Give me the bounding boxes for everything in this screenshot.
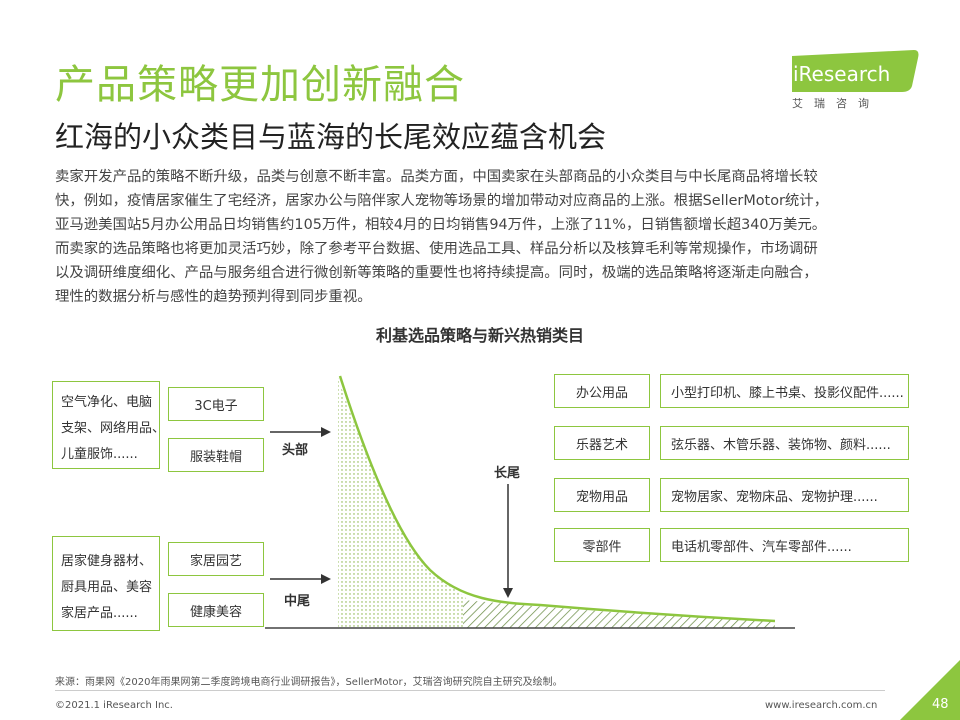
head-example-line: 支架、网络用品、 <box>61 421 166 436</box>
page-number: 48 <box>932 697 949 712</box>
parts-items: 电话机零部件、汽车零部件...... <box>660 528 909 562</box>
long-tail-label: 长尾 <box>494 466 521 481</box>
logo-shape-icon <box>792 50 919 92</box>
head-example-line: 儿童服饰...... <box>61 447 138 462</box>
mid-example-line: 家居产品...... <box>61 606 138 621</box>
long-tail-curve <box>338 375 776 623</box>
copyright: ©2021.1 iResearch Inc. <box>55 700 173 711</box>
diagram-title: 利基选品策略与新兴热销类目 <box>375 326 584 345</box>
category-parts: 零部件 <box>554 528 650 562</box>
category-pet-supplies: 宠物用品 <box>554 478 650 512</box>
tail-area <box>463 600 775 628</box>
body-line: 以及调研维度细化、产品与服务组合进行微创新等策略的重要性也将持续提高。同时，极端… <box>55 265 818 281</box>
pet-supplies-items: 宠物居家、宠物床品、宠物护理...... <box>660 478 909 512</box>
head-label: 头部 <box>282 443 309 458</box>
iresearch-logo: iResearch 艾瑞咨询 <box>790 48 930 118</box>
footer-divider <box>55 690 885 691</box>
page-title: 产品策略更加创新融合 <box>55 62 465 108</box>
music-art-items: 弦乐器、木管乐器、装饰物、颜料...... <box>660 426 909 460</box>
mid-label: 中尾 <box>284 594 311 609</box>
body-line: 亚马逊美国站5月办公用品日均销售约105万件，相较4月的日均销售94万件，上涨了… <box>55 217 827 233</box>
head-examples-box: 空气净化、电脑 支架、网络用品、 儿童服饰...... <box>52 381 166 469</box>
office-supplies-items: 小型打印机、膝上书桌、投影仪配件...... <box>660 374 909 408</box>
mid-arrow-tip <box>321 574 331 584</box>
page-corner-icon <box>900 660 960 720</box>
body-line: 卖家开发产品的策略不断升级，品类与创意不断丰富。品类方面，中国卖家在头部商品的小… <box>55 169 818 185</box>
category-office-supplies: 办公用品 <box>554 374 650 408</box>
body-paragraph: 卖家开发产品的策略不断升级，品类与创意不断丰富。品类方面，中国卖家在头部商品的小… <box>55 165 915 309</box>
logo-cn-text: 艾瑞咨询 <box>792 97 880 110</box>
category-3c-electronics: 3C电子 <box>168 387 264 421</box>
mid-example-line: 厨具用品、美容 <box>61 580 153 595</box>
body-line: 而卖家的选品策略也将更加灵活巧妙，除了参考平台数据、使用选品工具、样品分析以及核… <box>55 241 818 257</box>
category-music-art: 乐器艺术 <box>554 426 650 460</box>
website-link[interactable]: www.iresearch.com.cn <box>765 700 878 711</box>
page-subtitle: 红海的小众类目与蓝海的长尾效应蕴含机会 <box>55 120 607 154</box>
mid-examples-box: 居家健身器材、 厨具用品、美容 家居产品...... <box>52 536 160 631</box>
source-note: 来源：雨果网《2020年雨果网第二季度跨境电商行业调研报告》，SellerMot… <box>55 677 563 688</box>
category-home-garden: 家居园艺 <box>168 542 264 576</box>
body-line: 快，例如，疫情居家催生了宅经济，居家办公与陪伴家人宠物等场景的增加带动对应商品的… <box>55 193 829 209</box>
body-line: 理性的数据分析与感性的趋势预判得到同步重视。 <box>55 289 372 305</box>
tail-arrow-tip <box>503 588 513 598</box>
category-health-beauty: 健康美容 <box>168 593 264 627</box>
head-area <box>338 378 467 628</box>
head-example-line: 空气净化、电脑 <box>61 395 153 410</box>
head-arrow-tip <box>321 427 331 437</box>
logo-text: iResearch <box>793 62 891 86</box>
category-apparel-shoes: 服装鞋帽 <box>168 438 264 472</box>
mid-example-line: 居家健身器材、 <box>61 554 153 569</box>
